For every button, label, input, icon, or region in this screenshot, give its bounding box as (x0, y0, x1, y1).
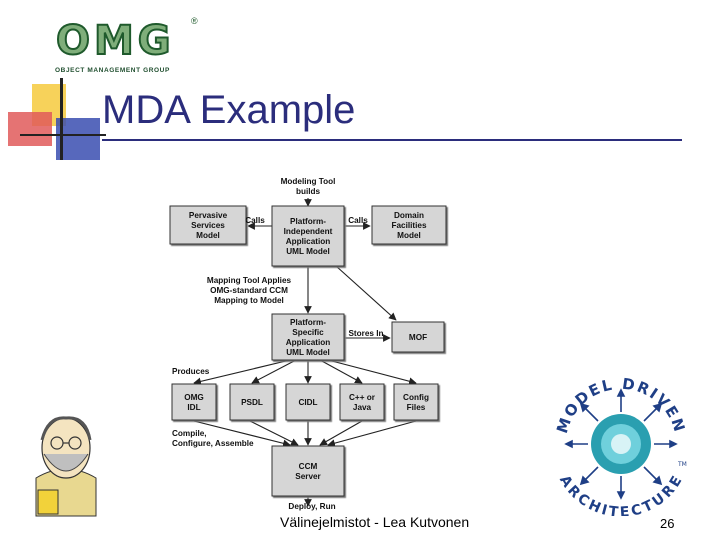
omg-logo-letters: OMG (55, 17, 175, 65)
title-underline (102, 139, 682, 141)
label-calls-left: Calls (245, 216, 265, 225)
mda-logo: MODEL DRIVEN ARCHITECTURE TM (553, 375, 687, 516)
label-calls-right: Calls (348, 216, 368, 225)
box-label-mof: MOF (409, 333, 427, 342)
omg-registered-mark: ® (191, 16, 198, 26)
connector-compile-psdl (249, 420, 299, 446)
connector-compile-omg-idl (193, 420, 291, 448)
box-mof (391, 321, 445, 353)
box-psdl (229, 383, 275, 421)
box-label-cidl: CIDL (298, 398, 317, 407)
box-platform-independent-model (271, 205, 345, 267)
label-compile-configure: Compile,Configure, Assemble (172, 429, 254, 448)
box-ccm-server (271, 445, 345, 497)
page-number: 26 (660, 516, 675, 531)
box-pervasive-services-model (169, 205, 247, 245)
connector-compile-config (327, 420, 417, 447)
label-produces: Produces (172, 367, 210, 376)
deco-vertical-bar (60, 78, 63, 160)
slide-footer: Välinejelmistot - Lea Kutvonen (280, 514, 470, 530)
connector-produces-config (327, 359, 417, 385)
mda-logo-core (611, 434, 631, 454)
connector-produces-psdl (251, 359, 297, 384)
deco-horizontal-bar (20, 134, 106, 136)
label-stores-in: Stores In (348, 329, 383, 338)
diagram-connectors (193, 198, 417, 507)
connector-pim-mof (335, 265, 397, 321)
box-cpp-java (339, 383, 385, 421)
deco-red-square (8, 112, 52, 146)
box-config-files (393, 383, 439, 421)
connector-produces-cpp (319, 359, 363, 384)
mda-logo-arrows (564, 388, 678, 500)
label-deploy-run: Deploy, Run (288, 502, 335, 511)
corner-decoration (8, 78, 106, 160)
deco-blue-square (56, 118, 100, 160)
box-platform-specific-model (271, 313, 345, 361)
omg-logo-subtitle: OBJECT MANAGEMENT GROUP (55, 67, 170, 74)
box-omg-idl (171, 383, 217, 421)
connector-compile-cpp (319, 420, 363, 446)
mda-logo-tm: TM (677, 461, 687, 468)
connector-produces-omg-idl (193, 359, 291, 386)
slide-title: MDA Example (102, 88, 356, 132)
box-domain-facilities-model (371, 205, 447, 245)
cartoon-person-illustration (35, 416, 97, 517)
box-cidl (285, 383, 331, 421)
box-label-psdl: PSDL (241, 398, 263, 407)
